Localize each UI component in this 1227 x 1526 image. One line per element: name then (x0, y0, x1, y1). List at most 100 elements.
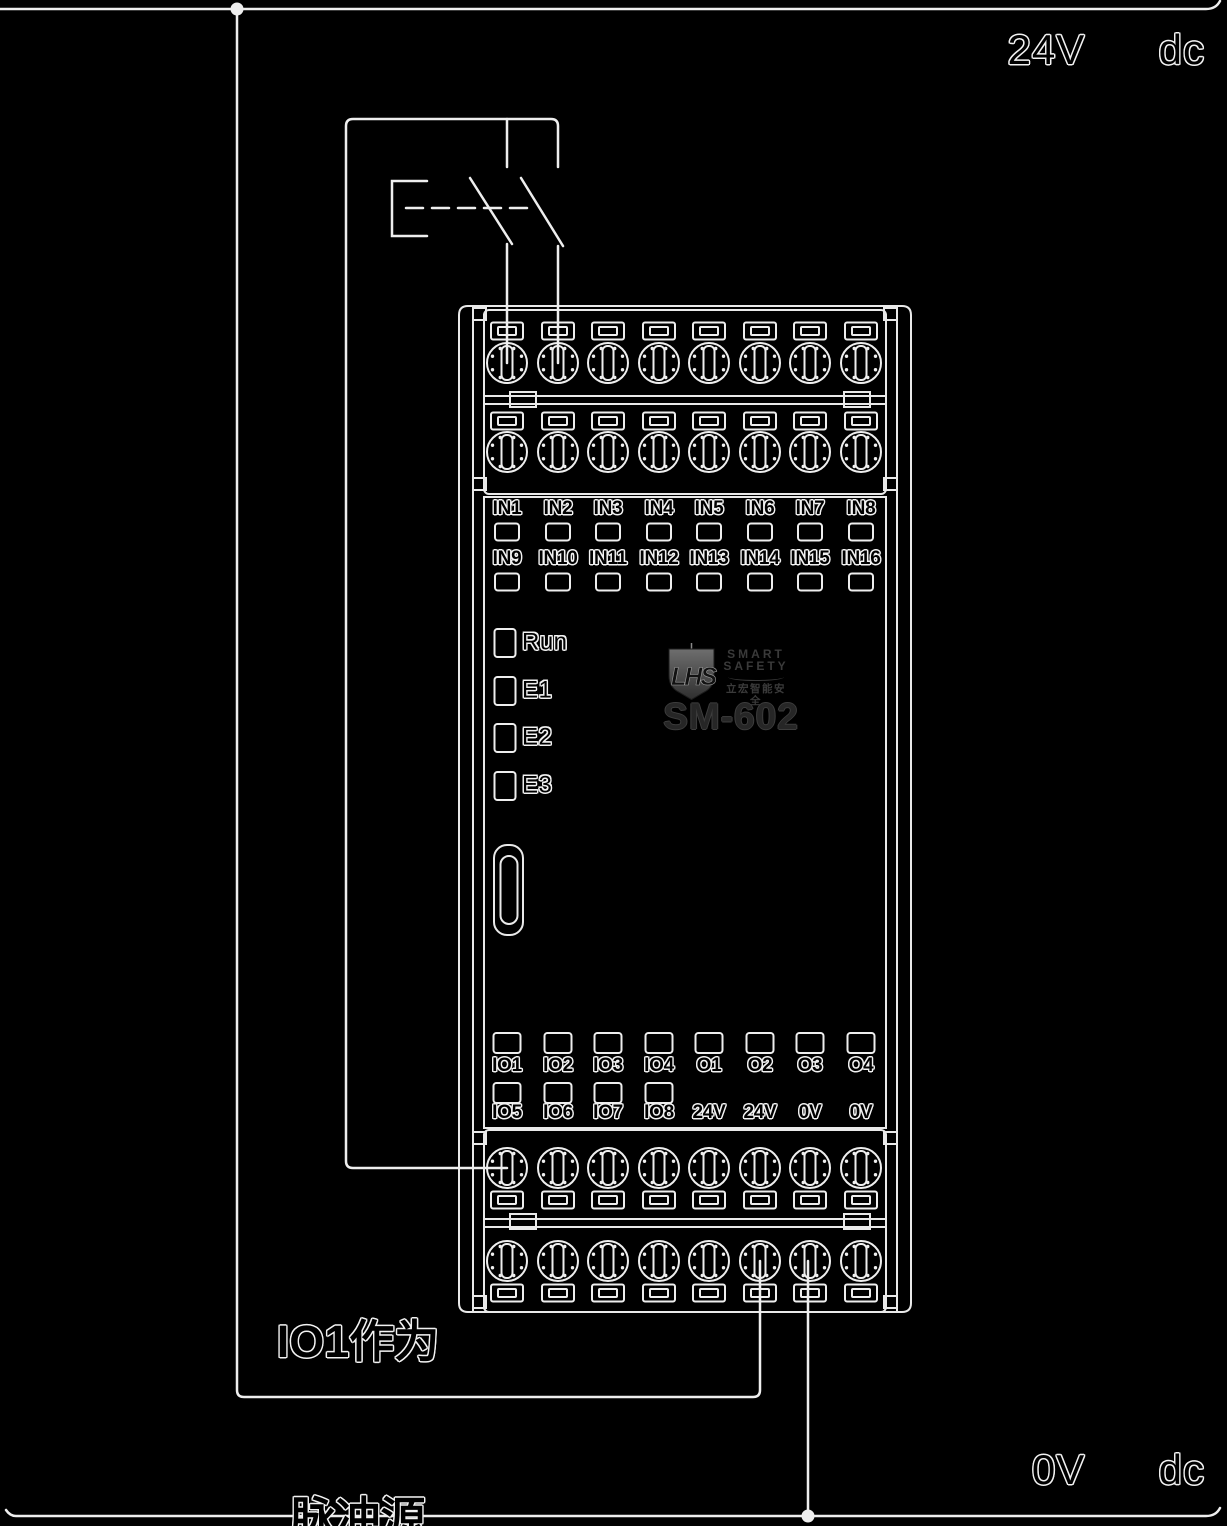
screw-terminal (840, 321, 882, 384)
pulse-annotation-line1: IO1作为 (276, 1316, 440, 1367)
brand-line1: SMART (727, 647, 785, 661)
io-label: 24V (692, 1102, 726, 1123)
screw-terminals (486, 321, 882, 1303)
model-label: SM-602 (663, 696, 799, 737)
indicator-window (545, 572, 571, 592)
screw-terminal (789, 1240, 831, 1303)
brand-line2: SAFETY (723, 659, 789, 673)
screw-terminal (638, 1147, 680, 1210)
indicator-window (593, 1082, 623, 1104)
pulse-annotation: IO1作为 脉冲源 (262, 1194, 454, 1526)
indicator-window (745, 1032, 775, 1054)
indicator-window (543, 1032, 573, 1054)
indicator-window (644, 1082, 674, 1104)
screw-terminal (587, 411, 629, 473)
indicator-window (493, 771, 517, 801)
led-label: Run (522, 628, 568, 656)
screw-terminal (789, 1147, 831, 1210)
indicator-window (696, 572, 722, 592)
brand-chinese: 立宏智能安全 (726, 683, 786, 707)
io-label: O2 (747, 1055, 773, 1076)
contact-lever-2 (519, 176, 565, 248)
screw-terminal (789, 321, 831, 384)
usb-port (493, 844, 524, 936)
screw-terminal (688, 1240, 730, 1303)
indicator-window (493, 676, 517, 706)
screw-terminal (840, 411, 882, 473)
io-label: IO2 (543, 1055, 573, 1076)
io-label: IO6 (543, 1102, 573, 1123)
indicator-window (797, 572, 823, 592)
io-label: IO4 (644, 1055, 674, 1076)
screw-terminal (587, 1147, 629, 1210)
indicator-window (646, 522, 672, 542)
io-label: 0V (849, 1102, 873, 1123)
contact-lever-1 (468, 176, 514, 246)
indicator-window (795, 1032, 825, 1054)
io-label: IO8 (644, 1102, 674, 1123)
pulse-source-wire (344, 117, 560, 1170)
screw-terminal (739, 1147, 781, 1210)
input-label: IN10 (538, 548, 578, 569)
top-power-rail (0, 0, 1222, 11)
screw-terminal (587, 1240, 629, 1303)
brand-arc (728, 673, 784, 681)
input-label: IN6 (745, 498, 775, 519)
actuator-bracket (390, 179, 429, 238)
input-label: IN4 (644, 498, 674, 519)
input-label: IN13 (689, 548, 729, 569)
module-face (483, 496, 887, 1129)
junction-dot-top (230, 2, 244, 16)
io-label: 24V (743, 1102, 777, 1123)
indicator-window (848, 522, 874, 542)
indicator-window (545, 522, 571, 542)
input-label: IN15 (790, 548, 830, 569)
brand-shield: LHS (668, 643, 720, 701)
indicator-window (747, 572, 773, 592)
screw-terminal (688, 321, 730, 384)
screw-terminal (840, 1147, 882, 1210)
input-label: IN11 (589, 548, 627, 569)
input-label: IN16 (841, 548, 881, 569)
indicator-windows (492, 522, 876, 1104)
brand-monogram: LHS (671, 663, 717, 691)
input-label: IN2 (543, 498, 573, 519)
io-label: IO7 (593, 1102, 623, 1123)
indicator-window (492, 1032, 522, 1054)
indicator-window (747, 522, 773, 542)
screw-terminal (739, 321, 781, 384)
input-label: IN12 (639, 548, 679, 569)
indicator-window (694, 1032, 724, 1054)
screw-terminal (486, 1240, 528, 1303)
led-label: E1 (522, 676, 553, 704)
io-label: O4 (848, 1055, 874, 1076)
indicator-window (644, 1032, 674, 1054)
input-label: IN8 (846, 498, 876, 519)
led-label: E2 (522, 723, 553, 751)
screw-terminal (789, 411, 831, 473)
24v-feed-wire (235, 7, 762, 1399)
io-label: O1 (696, 1055, 722, 1076)
input-label: IN3 (593, 498, 623, 519)
screw-terminal (486, 411, 528, 473)
screw-terminal (537, 1240, 579, 1303)
indicator-window (797, 522, 823, 542)
indicator-window (492, 1082, 522, 1104)
screw-terminal (688, 1147, 730, 1210)
indicator-window (543, 1082, 573, 1104)
indicator-window (595, 522, 621, 542)
top-terminal-block-frame (483, 309, 887, 495)
screw-terminal (537, 411, 579, 473)
io-label: IO1 (492, 1055, 522, 1076)
screw-terminal (486, 1147, 528, 1210)
screw-terminal (739, 411, 781, 473)
indicator-window (494, 572, 520, 592)
io-label: IO3 (593, 1055, 623, 1076)
io-label: O3 (797, 1055, 823, 1076)
screw-terminal (840, 1240, 882, 1303)
screw-terminal (638, 1240, 680, 1303)
io-label: IO5 (492, 1102, 522, 1123)
indicator-window (593, 1032, 623, 1054)
